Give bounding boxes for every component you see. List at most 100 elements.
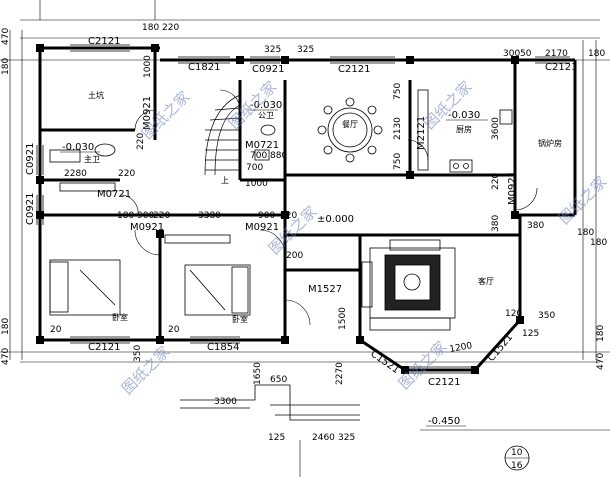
window-code-c2121-bay: C2121	[428, 377, 460, 388]
door-code-m1527: M1527	[308, 284, 342, 295]
dim-350-b: 350	[133, 345, 143, 362]
dim-220-d: 220	[491, 173, 501, 190]
window-lines	[36, 44, 570, 421]
door-code-m2121: M2121	[416, 116, 427, 150]
dim-2130: 2130	[393, 117, 403, 140]
dim-325-b: 325	[297, 45, 314, 55]
dining-table-icon	[317, 97, 383, 163]
room-label-boiler: 锅炉房	[538, 138, 562, 148]
window-code-c2121-top-left: C2121	[88, 36, 120, 47]
columns	[36, 44, 524, 374]
dim-700-b: 700	[246, 163, 263, 173]
stair-icon	[204, 94, 241, 176]
dim-2270: 2270	[335, 362, 345, 385]
level-kitchen: -0.030	[448, 110, 480, 121]
dim-180-bl: 180	[1, 318, 11, 335]
column-icon	[401, 366, 409, 374]
dim-1500: 1500	[338, 307, 348, 330]
dim-1000-b: 1000	[245, 179, 268, 189]
room-label-public-bath: 公卫	[258, 111, 274, 120]
dim-20-a: 20	[50, 325, 62, 335]
dim-220-t1: 220	[162, 23, 179, 33]
room-label-bedroom-right: 卧室	[232, 314, 248, 324]
dim-2170: 2170	[545, 49, 568, 59]
column-icon	[511, 56, 519, 64]
door-code-m0721-hall: M0721	[97, 189, 131, 200]
column-icon	[36, 44, 44, 52]
watermark: 图纸之家	[118, 343, 173, 398]
door-code-m0721-bath: M0721	[245, 140, 279, 151]
column-icon	[281, 56, 289, 64]
window-code-c0921-left-lower: C0921	[25, 193, 36, 225]
dim-325-c: 325	[338, 433, 355, 443]
dim-125-a: 125	[522, 329, 539, 339]
level-markers	[60, 109, 488, 427]
dim-470-br: 470	[596, 353, 606, 370]
level-master-bath: -0.030	[62, 142, 94, 153]
dim-900-a: 900	[137, 211, 154, 221]
dim-180-br: 180	[596, 325, 606, 342]
level-hall: ±0.000	[317, 214, 354, 225]
column-icon	[356, 336, 364, 344]
dim-3380: 3380	[198, 211, 221, 221]
wardrobe	[59, 182, 231, 244]
dim-900-b: 900	[258, 211, 275, 221]
window-code-c2121-bottom-left: C2121	[88, 342, 120, 353]
door-code-m0921-bed-right: M0921	[245, 222, 279, 233]
dim-2460: 2460	[312, 433, 335, 443]
dim-470-bl: 470	[1, 348, 11, 365]
column-icon	[236, 56, 244, 64]
dim-20-b: 20	[168, 325, 180, 335]
dim-750-a: 750	[393, 83, 403, 100]
dim-650: 650	[270, 375, 287, 385]
column-icon	[156, 230, 164, 238]
column-icon	[156, 336, 164, 344]
column-icon	[151, 44, 159, 52]
dim-180-tl: 180	[1, 58, 11, 75]
dim-3300: 3300	[214, 397, 237, 407]
window-code-c1821: C1821	[188, 62, 220, 73]
room-label-storage: 土坑	[88, 90, 104, 100]
dim-180-l: 180	[117, 211, 134, 221]
column-icon	[36, 336, 44, 344]
door-code-m0921-boiler: M0921	[507, 171, 518, 205]
column-icon	[36, 211, 44, 219]
door-code-m0921-storage: M0921	[142, 96, 153, 130]
dim-220-b: 220	[118, 169, 135, 179]
window-code-c0921-top: C0921	[252, 64, 284, 75]
kitchen-fixtures	[417, 89, 513, 173]
column-icon	[281, 336, 289, 344]
sofa-icon	[361, 239, 456, 331]
dim-180-t1: 180	[142, 23, 159, 33]
dim-1200: 1200	[449, 341, 474, 355]
dim-880: 880	[270, 151, 287, 161]
dim-120: 120	[505, 309, 522, 319]
column-icon	[516, 316, 524, 324]
dim-180-r1: 180	[577, 228, 594, 238]
axis-bubble: 10 16	[504, 445, 530, 471]
level-public-bath: -0.030	[250, 100, 282, 111]
dim-2280: 2280	[64, 169, 87, 179]
dim-470-tl: 470	[1, 28, 11, 45]
dim-3600: 3600	[491, 117, 501, 140]
column-icon	[406, 171, 414, 179]
column-icon	[511, 211, 519, 219]
dim-220-c: 220	[136, 133, 146, 150]
stair-up-label: 上	[221, 176, 229, 185]
window-code-c2121-top-right: C2121	[545, 62, 577, 73]
dim-180-r2: 180	[590, 238, 607, 248]
room-label-living: 客厅	[478, 276, 494, 286]
dim-325-a: 325	[264, 45, 281, 55]
bath-fixtures	[49, 124, 276, 163]
dim-180-tr: 180	[588, 49, 605, 59]
axis-bubble-top: 10	[511, 448, 523, 458]
stove-icon	[449, 159, 473, 173]
dim-350: 350	[538, 311, 555, 321]
window-code-c1521-right: C1521	[486, 332, 515, 364]
dim-50: 50	[520, 49, 532, 59]
dim-380-b: 380	[527, 221, 544, 231]
window-code-c0921-left-upper: C0921	[25, 143, 36, 175]
dim-200: 200	[286, 251, 303, 261]
